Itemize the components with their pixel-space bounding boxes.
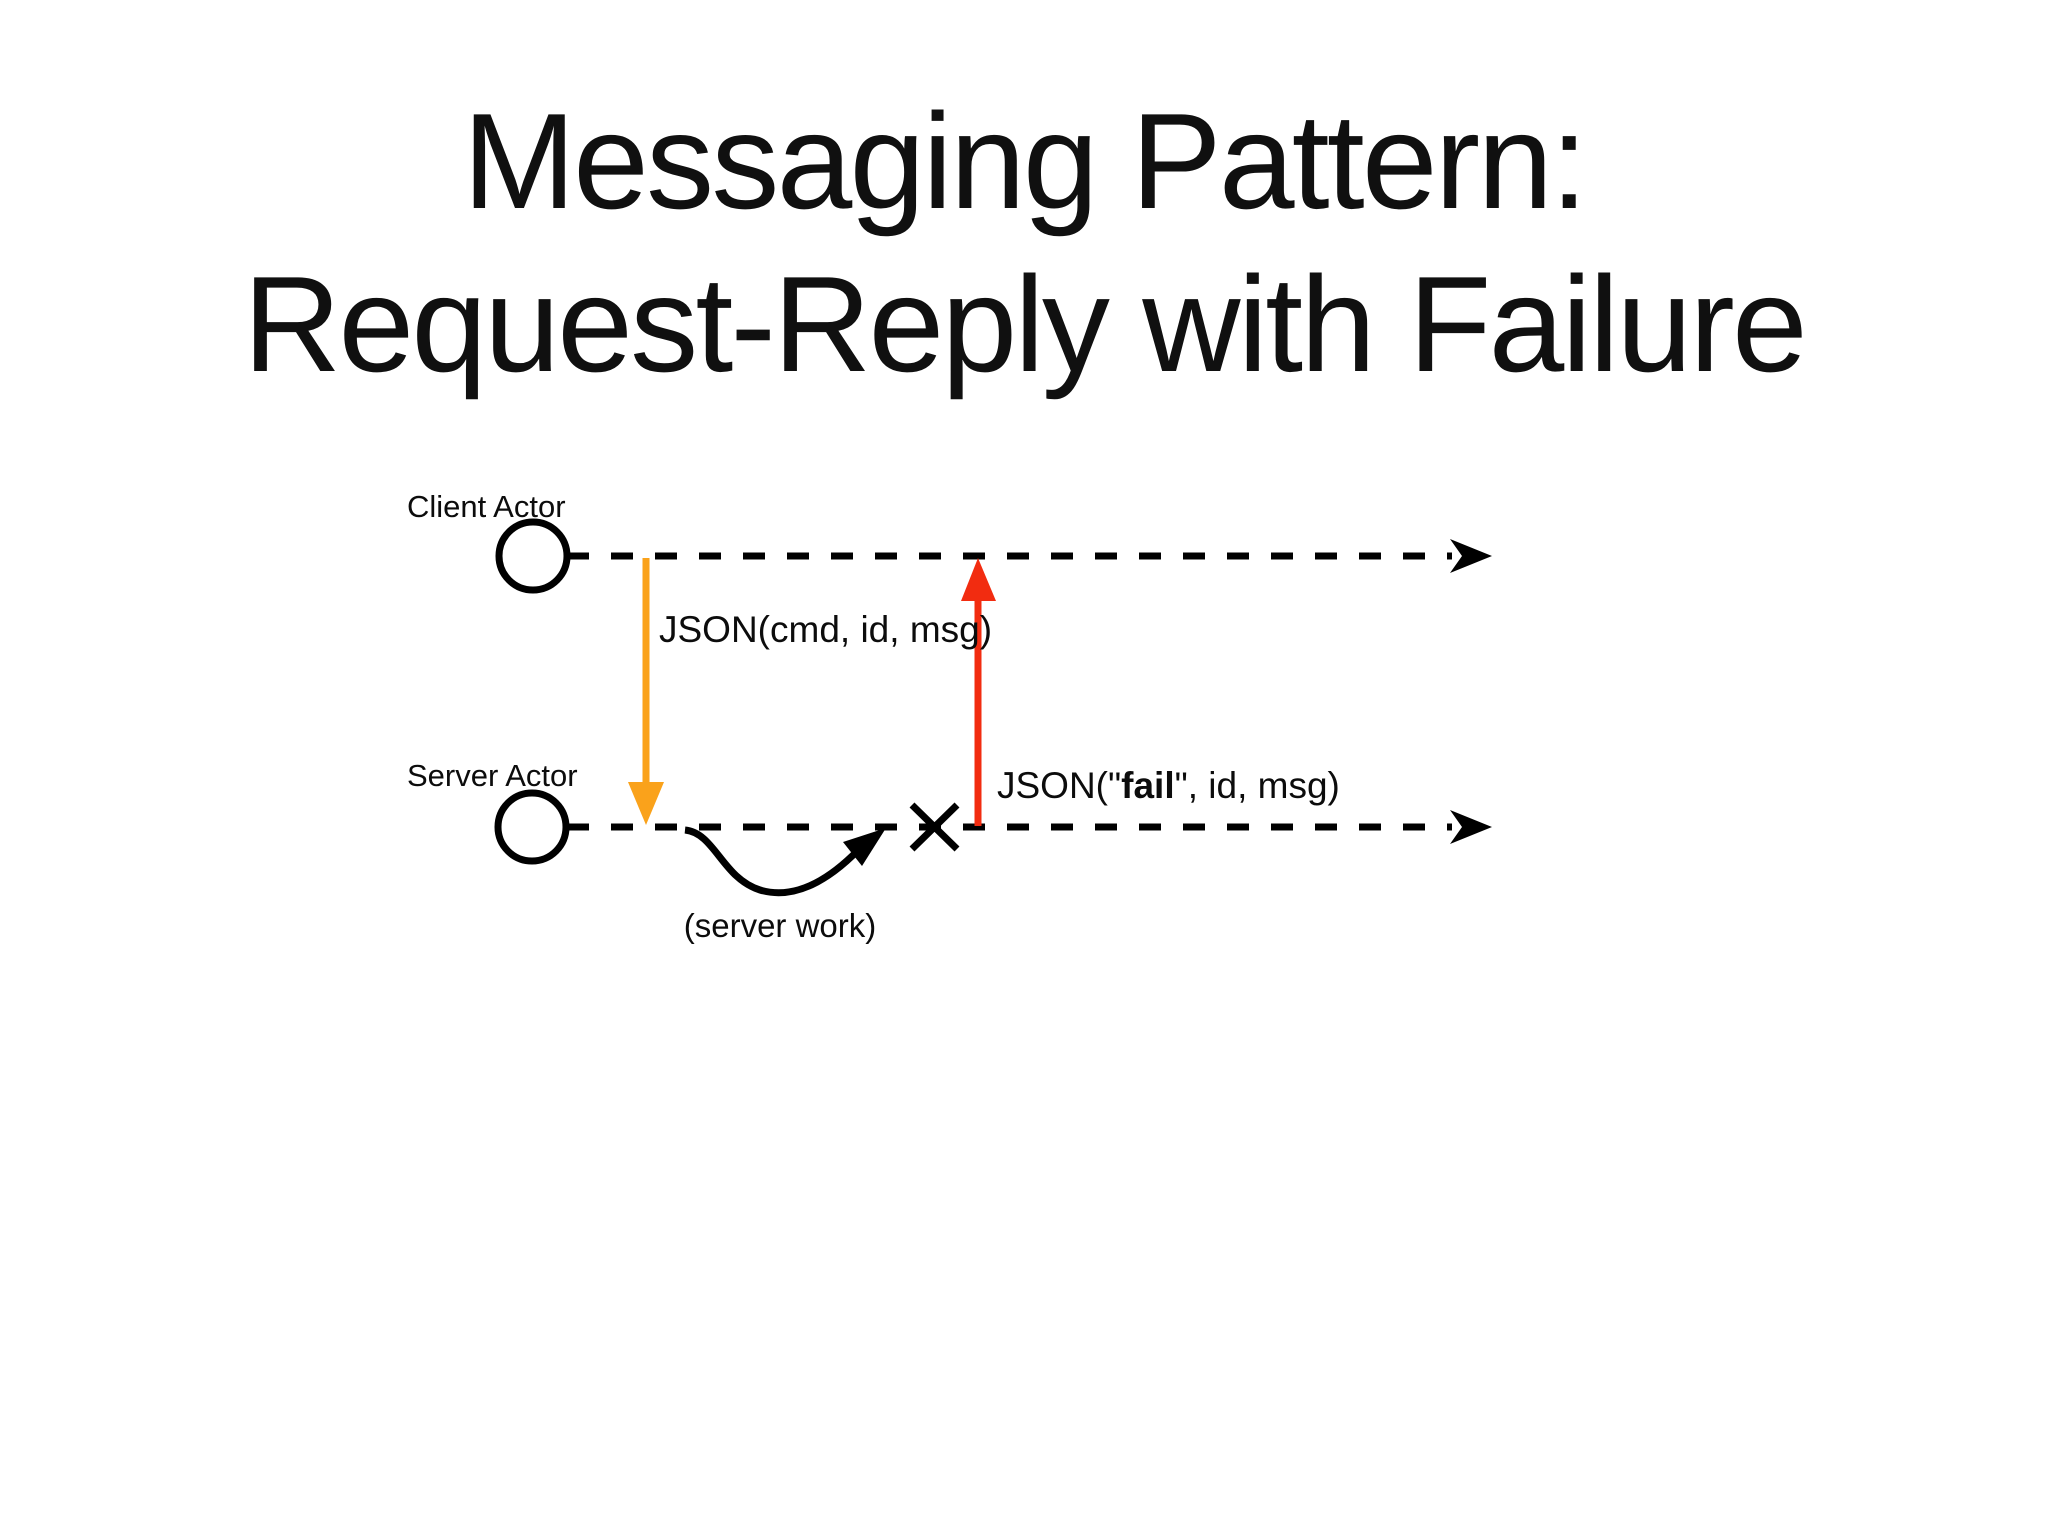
request-arrowhead-icon (628, 782, 664, 825)
title-line-2: Request-Reply with Failure (243, 248, 1808, 400)
client-actor-icon (495, 518, 571, 594)
server-actor-label: Server Actor (407, 758, 578, 793)
client-actor-label: Client Actor (407, 489, 566, 524)
reply-label-prefix: JSON(" (997, 765, 1122, 806)
reply-label-fail: fail (1121, 765, 1175, 806)
server-work-arrowhead-icon (843, 828, 886, 866)
server-work-label: (server work) (683, 907, 877, 944)
slide-title: Messaging Pattern: Request-Reply with Fa… (0, 80, 2048, 406)
server-lifeline-arrowhead-icon (1450, 810, 1492, 844)
failure-x-icon (909, 802, 960, 852)
title-line-1: Messaging Pattern: (462, 85, 1589, 237)
reply-message-label: JSON("fail", id, msg) (997, 767, 1340, 804)
server-work-curve (684, 826, 867, 897)
request-message-label: JSON(cmd, id, msg) (659, 609, 993, 650)
server-actor-icon (494, 789, 570, 865)
client-lifeline-arrowhead-icon (1450, 539, 1492, 573)
reply-arrowhead-icon (961, 558, 996, 601)
reply-label-suffix: ", id, msg) (1174, 765, 1340, 806)
